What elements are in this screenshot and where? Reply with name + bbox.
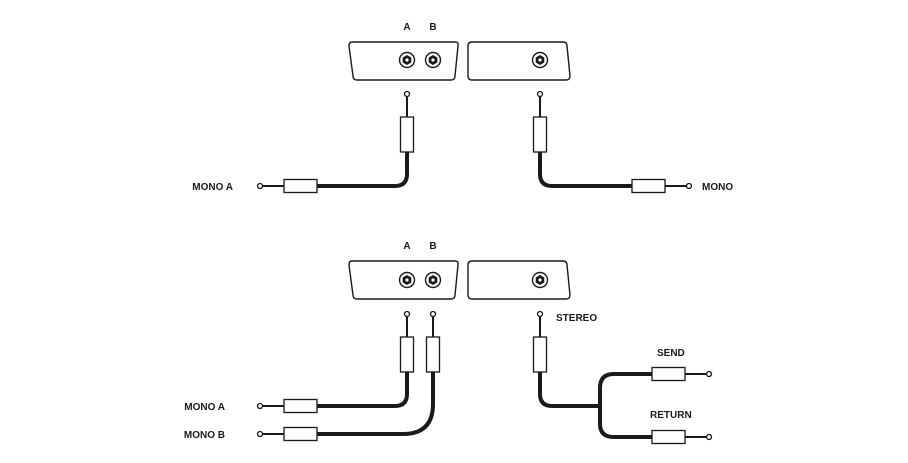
bottom-send-cable xyxy=(598,372,652,406)
top-input-a-jack xyxy=(398,51,416,69)
top-mono-a-cable xyxy=(317,152,409,188)
top-mono-a-label: MONO A xyxy=(192,182,233,193)
top-output-jack xyxy=(531,51,549,69)
bottom-right-jack-panel xyxy=(467,260,571,300)
top-mono-plug-free-end xyxy=(631,178,693,194)
bottom-mono-b-label: MONO B xyxy=(184,430,225,441)
top-right-jack-panel xyxy=(467,41,571,81)
bottom-stereo-label: STEREO xyxy=(556,313,597,324)
bottom-return-plug xyxy=(651,429,713,445)
top-diagram: A B MONO A MONO xyxy=(192,22,733,194)
bottom-diagram: A B MONO A MONO B STEREO SEND RETURN xyxy=(184,241,713,445)
bottom-stereo-cable xyxy=(538,372,600,408)
bottom-mono-b-cable xyxy=(317,372,435,436)
bottom-send-plug xyxy=(651,366,713,382)
bottom-input-a-jack xyxy=(398,271,416,289)
bottom-mono-b-plug-jack-end xyxy=(425,310,441,373)
bottom-mono-a-plug-free-end xyxy=(256,398,318,414)
bottom-input-b-jack xyxy=(424,271,442,289)
top-mono-plug-jack-end xyxy=(532,90,548,153)
top-jack-label-b: B xyxy=(429,22,436,33)
bottom-mono-a-label: MONO A xyxy=(184,402,225,413)
bottom-jack-label-b: B xyxy=(429,241,436,252)
top-mono-cable xyxy=(538,152,632,188)
bottom-return-cable xyxy=(598,406,652,439)
bottom-mono-b-plug-free-end xyxy=(256,426,318,442)
bottom-send-label: SEND xyxy=(657,348,685,359)
top-mono-a-plug-jack-end xyxy=(399,90,415,153)
top-mono-a-plug-free-end xyxy=(256,178,318,194)
bottom-mono-a-plug-jack-end xyxy=(399,310,415,373)
bottom-jack-label-a: A xyxy=(403,241,410,252)
bottom-stereo-plug xyxy=(532,310,548,373)
bottom-return-label: RETURN xyxy=(650,410,692,421)
top-input-b-jack xyxy=(424,51,442,69)
top-jack-label-a: A xyxy=(403,22,410,33)
top-mono-label: MONO xyxy=(702,182,733,193)
bottom-stereo-jack xyxy=(531,271,549,289)
bottom-mono-a-cable xyxy=(317,372,409,408)
